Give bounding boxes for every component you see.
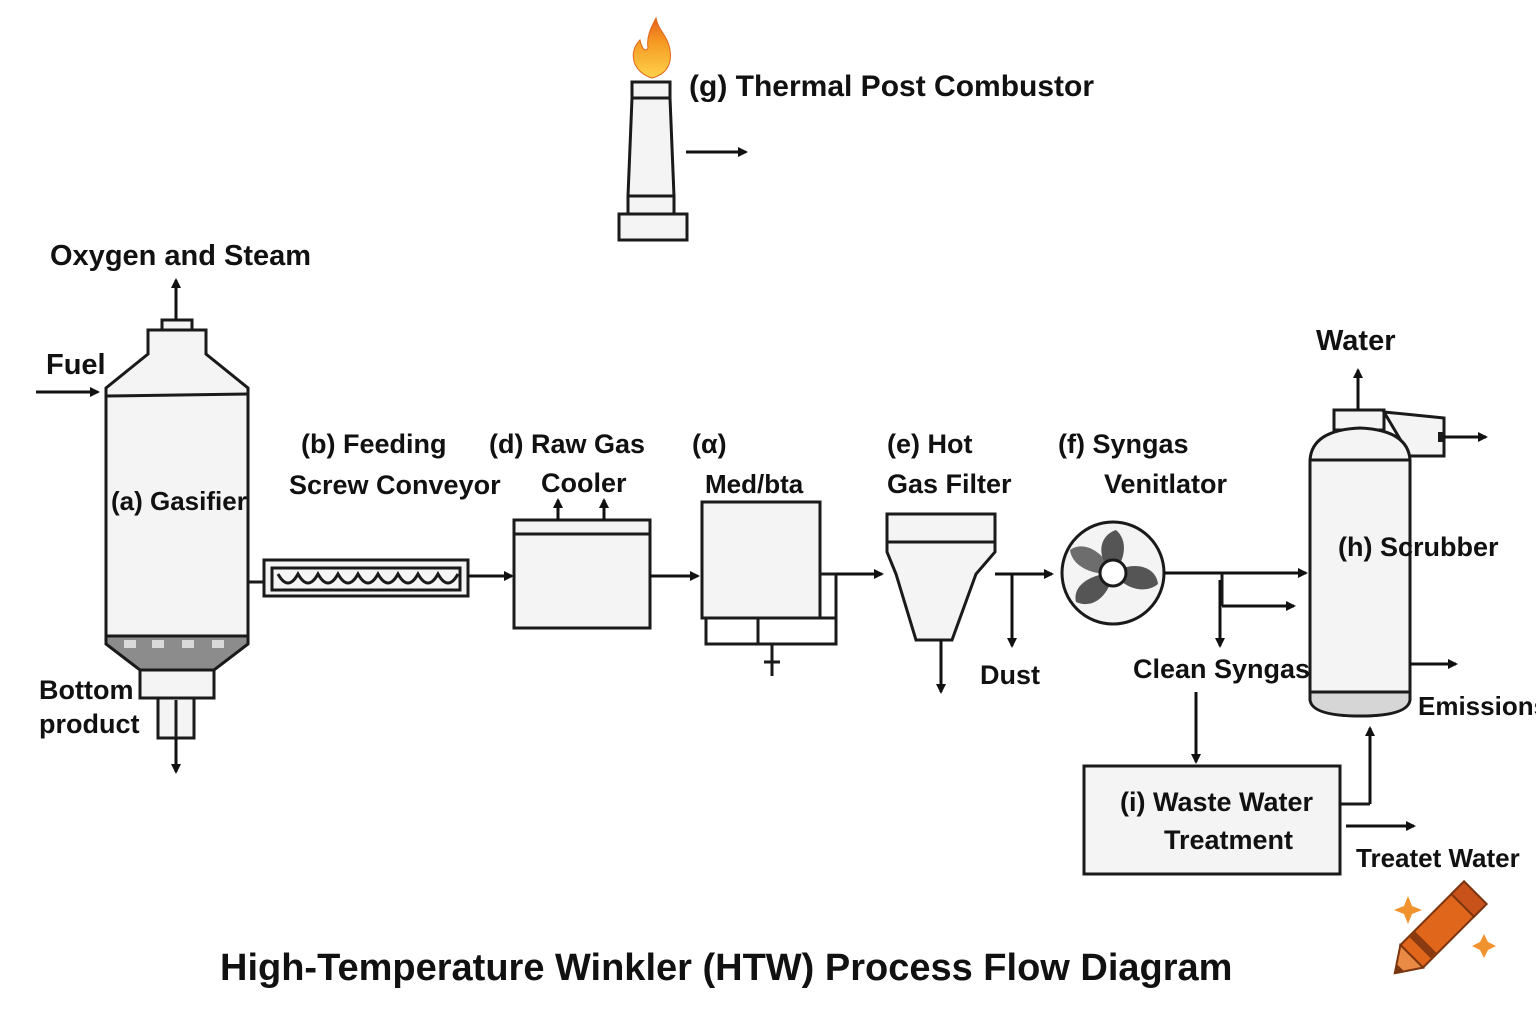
label-scrubber: (h) Scrubber	[1338, 532, 1499, 562]
label-emissions: Emissions	[1418, 691, 1536, 721]
label-fuel: Fuel	[46, 349, 106, 381]
label-bottom-2: product	[39, 709, 140, 739]
label-thermal-combustor: (g) Thermal Post Combustor	[689, 70, 1094, 103]
raw-gas-cooler	[512, 498, 700, 630]
label-gasifier: (a) Gasifier	[111, 486, 247, 516]
label-feeding-2: Screw Conveyor	[289, 470, 501, 500]
diagram-title: High-Temperature Winkler (HTW) Process F…	[220, 947, 1232, 989]
label-feeding-1: (b) Feeding	[301, 429, 446, 459]
label-oxygen-steam: Oxygen and Steam	[50, 240, 311, 272]
label-dust: Dust	[980, 660, 1040, 690]
label-medbta-1: (α)	[692, 429, 727, 459]
label-filter-1: (e) Hot	[887, 429, 972, 459]
label-ventilator-2: Venitlator	[1104, 469, 1228, 499]
sparkle-icon	[1472, 934, 1496, 958]
label-cooler-2: Cooler	[541, 468, 627, 498]
label-treated-water: Treatet Water	[1356, 843, 1520, 873]
hot-gas-filter	[885, 512, 1054, 694]
thermal-post-combustor	[617, 16, 748, 242]
screw-conveyor	[248, 558, 514, 598]
medbta-unit	[700, 500, 884, 676]
gasifier-vessel	[36, 278, 250, 774]
label-medbta-2: Med/bta	[705, 469, 804, 499]
label-wwt-1: (i) Waste Water	[1120, 787, 1314, 817]
sparkle-icon	[1394, 896, 1422, 924]
waste-water-treatment	[1082, 764, 1416, 876]
label-ventilator-1: (f) Syngas	[1058, 429, 1189, 459]
syngas-ventilator	[1060, 520, 1308, 764]
label-filter-2: Gas Filter	[887, 469, 1012, 499]
scrubber-vessel	[1308, 368, 1488, 804]
label-clean-syngas: Clean Syngas	[1133, 654, 1310, 684]
label-wwt-2: Treatment	[1164, 825, 1293, 855]
label-bottom-1: Bottom	[39, 675, 133, 705]
crayon-icon	[1393, 879, 1496, 975]
label-cooler-1: (d) Raw Gas	[489, 429, 645, 459]
flame-icon	[632, 16, 671, 79]
label-water: Water	[1316, 325, 1396, 357]
